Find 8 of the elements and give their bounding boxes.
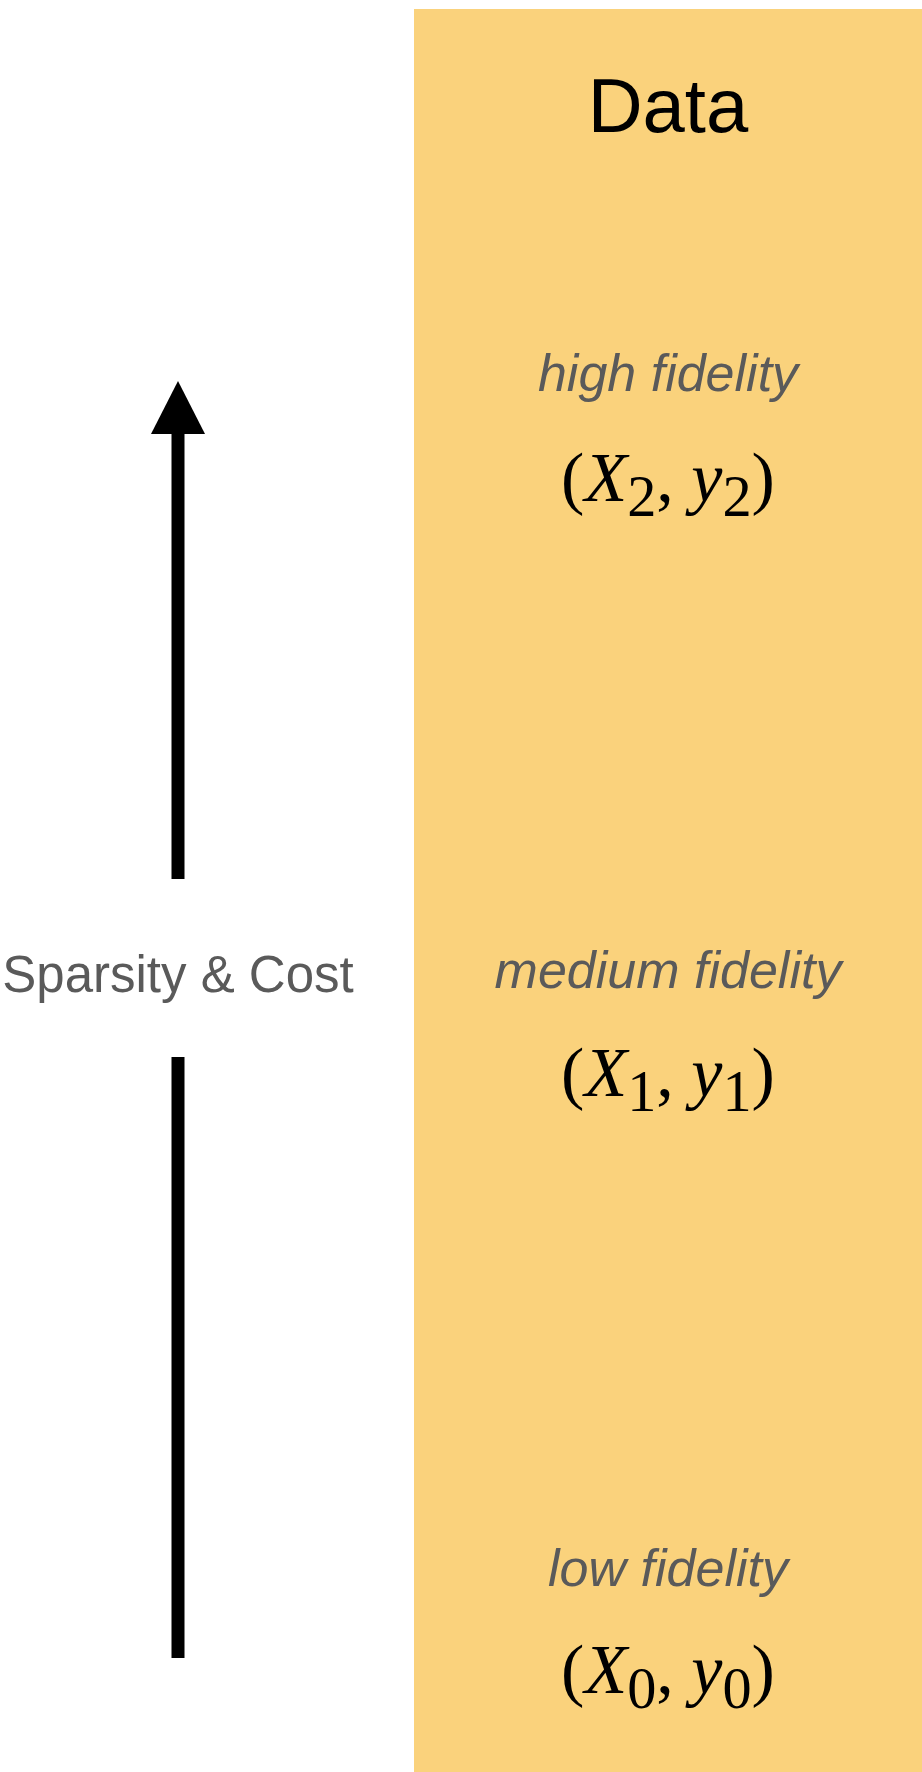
column-heading: Data: [586, 62, 750, 150]
fidelity-label: medium fidelity: [494, 940, 842, 1000]
dataset-notation: (X$_{0}$, y$_{0}$): [561, 1630, 775, 1722]
data-column-band: [414, 9, 922, 1772]
dataset-notation: (X$_{2}$, y$_{2}$): [561, 438, 775, 530]
axis-label: Sparsity & Cost: [1, 945, 355, 1005]
dataset-notation: (X$_{1}$, y$_{1}$): [561, 1033, 775, 1125]
fidelity-label: high fidelity: [537, 343, 799, 403]
